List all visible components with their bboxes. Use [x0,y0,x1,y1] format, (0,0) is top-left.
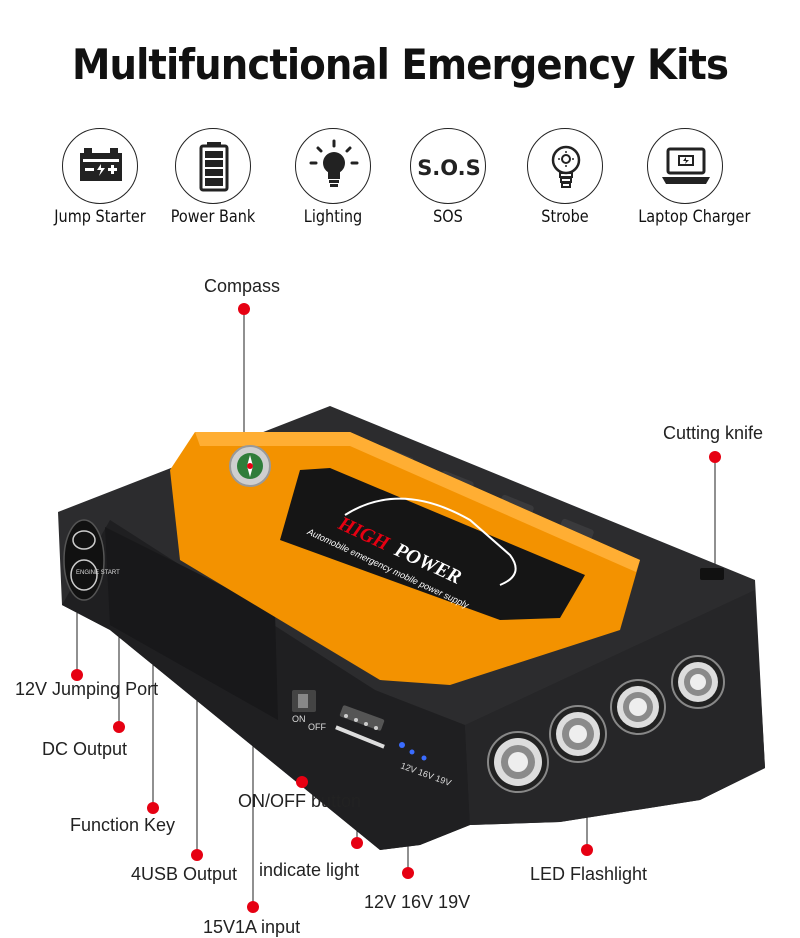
feature-lighting: Lighting [278,128,388,227]
callout-dot [191,849,203,861]
feature-laptop-charger: Laptop Charger [630,128,751,227]
callout-input: 15V1A input [203,917,301,937]
laptop-icon [647,128,723,204]
callout-usb-output: 4USB Output [131,864,238,884]
feature-label: Lighting [303,207,363,227]
callout-dot [351,837,363,849]
callout-dot [113,721,125,733]
indicator-lights [335,705,385,749]
callout-led-flashlight: LED Flashlight [530,864,648,884]
battery-icon [175,128,251,204]
feature-label: Power Bank [170,207,256,227]
callout-compass: Compass [204,276,281,296]
callout-cutting-knife: Cutting knife [663,423,764,443]
onoff-switch: ON OFF [292,690,326,732]
feature-sos: S.O.S SOS [393,128,503,227]
brand-label [280,468,585,620]
callout-dot [296,776,308,788]
compass-icon [229,445,271,487]
sos-text: S.O.S [417,156,481,180]
callout-dot [71,669,83,681]
strobe-bulb-icon [527,128,603,204]
sos-icon: S.O.S [410,128,486,204]
feature-label: SOS [433,207,463,227]
side-panel [105,527,278,720]
callout-dot [238,303,250,315]
car-battery-icon [62,128,138,204]
switch-on-text: ON [292,714,306,724]
lightbulb-icon [295,128,371,204]
engine-start-text: ENGINE START [76,570,120,576]
callout-dot [581,844,593,856]
feature-label: Strobe [541,207,589,227]
callout-voltages: 12V 16V 19V [364,892,471,912]
page-title: Multifunctional Emergency Kits [71,40,729,89]
feature-power-bank: Power Bank [158,128,268,227]
cutting-knife-slot [700,568,724,580]
callout-jumping-port: 12V Jumping Port [15,679,159,699]
engine-start-button: ENGINE START [63,519,120,601]
feature-jump-starter: Jump Starter [45,128,155,227]
callout-dot [147,802,159,814]
callout-indicate-light: indicate light [259,860,360,880]
feature-strobe: Strobe [510,128,620,227]
callout-dot [709,451,721,463]
callout-onoff-button: ON/OFF button [238,791,362,811]
led-flashlight-array [487,655,725,793]
feature-label: Jump Starter [54,207,146,227]
callout-function-key: Function Key [70,815,176,835]
callout-dot [247,901,259,913]
callout-dot [402,867,414,879]
callout-dc-output: DC Output [42,739,128,759]
switch-off-text: OFF [308,722,326,732]
feature-label: Laptop Charger [638,207,751,227]
